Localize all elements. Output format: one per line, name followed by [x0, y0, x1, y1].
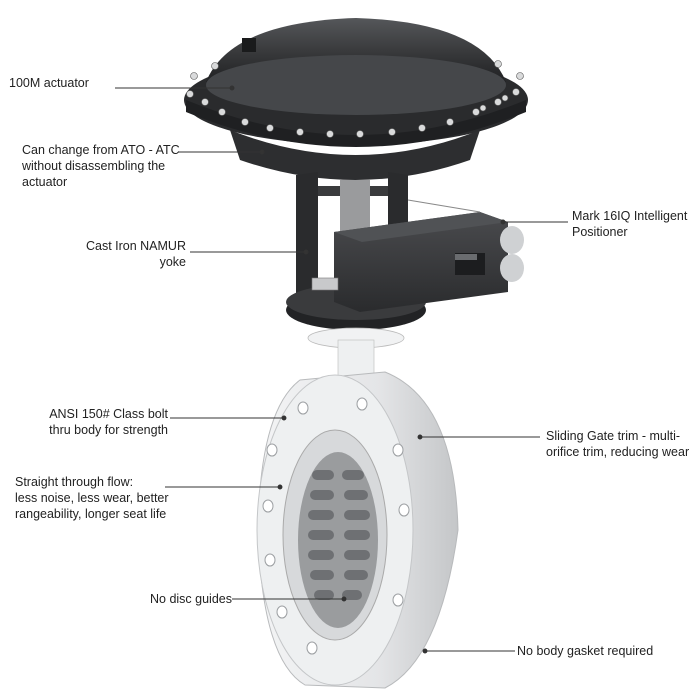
label-bolt: ANSI 150# Class bolt thru body for stren… [49, 407, 168, 437]
label-ato-atc: Can change from ATO - ATC without disass… [22, 143, 180, 189]
label-straight-flow: Straight through flow: less noise, less … [15, 475, 169, 521]
sliding-gate-slots [308, 470, 370, 600]
label-yoke: Cast Iron NAMUR yoke [85, 239, 186, 269]
actuator-bolts [186, 60, 524, 138]
label-gasket: No body gasket required [517, 644, 654, 658]
valve-body [256, 371, 459, 689]
label-disc-guides: No disc guides [150, 592, 232, 606]
vent-plug [242, 38, 256, 52]
positioner [311, 199, 524, 312]
label-positioner: Mark 16IQ Intelligent Positioner [572, 209, 688, 239]
leader-lines [115, 85, 568, 654]
label-sliding-gate: Sliding Gate trim - multi- orifice trim,… [546, 429, 690, 459]
label-actuator: 100M actuator [9, 76, 89, 90]
actuator [184, 18, 528, 180]
flange-bolt-holes [262, 397, 410, 655]
